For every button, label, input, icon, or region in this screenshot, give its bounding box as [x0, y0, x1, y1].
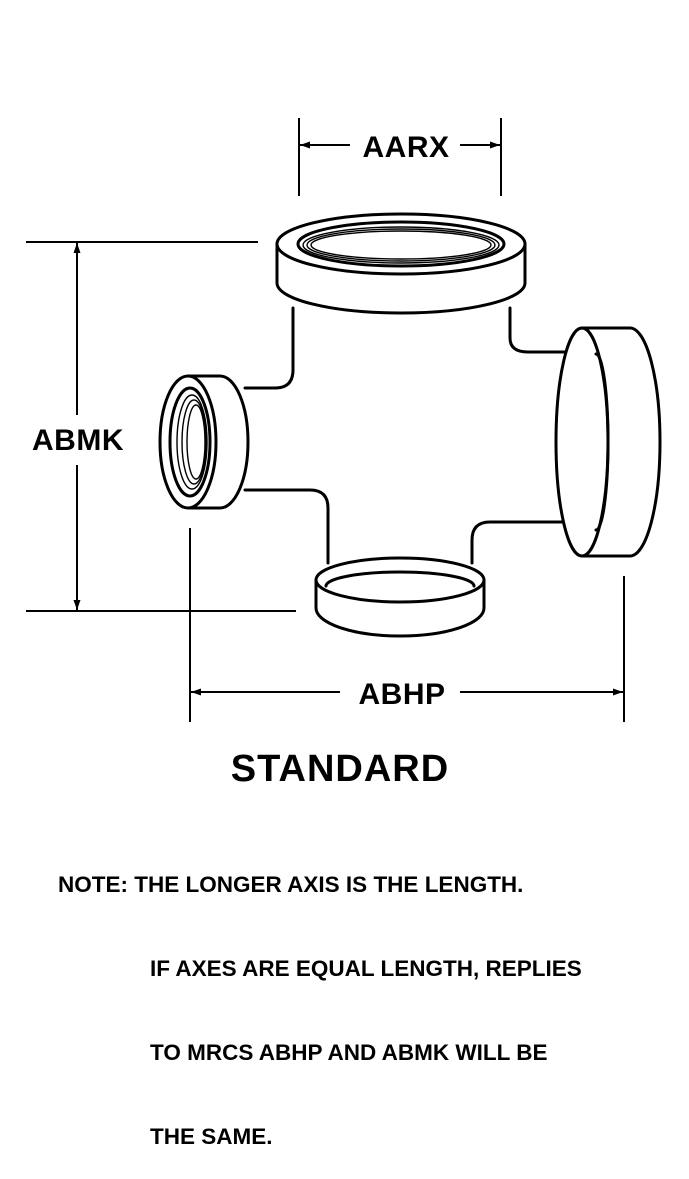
dimension-label-abmk: ABMK	[32, 424, 124, 457]
fitting-body-outline	[243, 306, 295, 390]
right-outlet	[554, 326, 662, 558]
fitting-body-outline-upper-right	[508, 306, 574, 354]
pipe-cross-fitting-diagram: AARX ABMK ABHP	[26, 118, 662, 722]
fitting-drawing	[158, 212, 662, 638]
dimension-label-aarx: AARX	[362, 131, 449, 164]
note-line: NOTE: THE LONGER AXIS IS THE LENGTH.	[58, 872, 524, 897]
dimension-aarx	[298, 118, 502, 196]
top-outlet	[275, 212, 527, 315]
dimension-abmk	[26, 241, 296, 612]
note-line: THE SAME.	[150, 1124, 273, 1149]
note-text: NOTE: THE LONGER AXIS IS THE LENGTH. IF …	[58, 815, 582, 1179]
note-line: TO MRCS ABHP AND ABMK WILL BE	[150, 1040, 548, 1065]
left-outlet	[158, 374, 250, 510]
dimension-label-abhp: ABHP	[358, 678, 445, 711]
note-line: IF AXES ARE EQUAL LENGTH, REPLIES	[150, 956, 582, 981]
dimension-abhp	[189, 528, 625, 722]
bottom-outlet	[314, 556, 486, 638]
diagram-title: STANDARD	[230, 748, 450, 790]
fitting-body-outline-lower-right	[470, 520, 576, 565]
fitting-body-outline-lower-left	[243, 488, 330, 565]
